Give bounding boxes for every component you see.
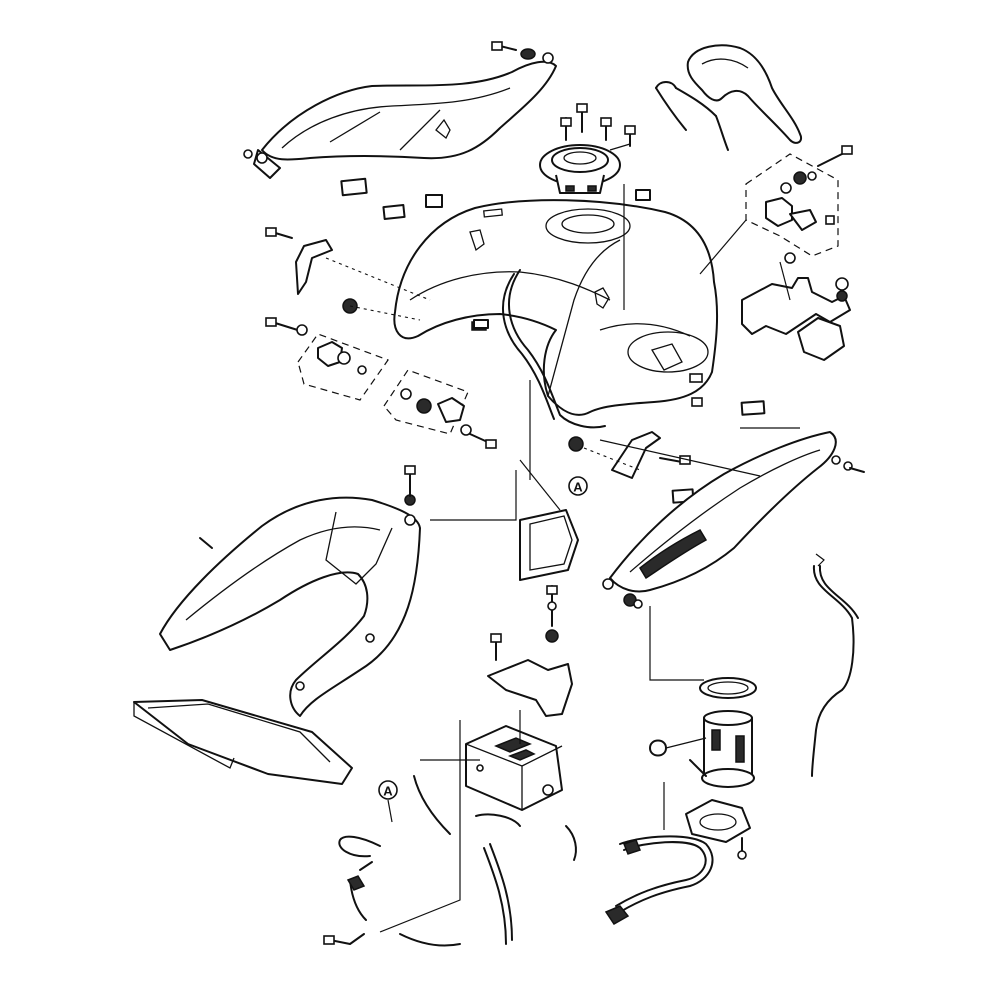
filler-cap-bolts [560, 103, 636, 151]
right-front-cover [655, 44, 802, 151]
right-rear-side-cover [602, 431, 865, 609]
tank-side-grommet [342, 298, 421, 321]
seat-pad [133, 699, 353, 785]
fuel-hose-assembly [604, 835, 714, 925]
tank-drain-tube [501, 269, 606, 429]
left-damper-set-lower [383, 369, 497, 449]
right-side-bracket [568, 373, 703, 479]
fuel-tank [393, 199, 719, 416]
left-tank-stay [265, 227, 431, 301]
breather-hoses [323, 775, 577, 947]
fuel-pump-plate [685, 799, 751, 860]
left-front-cover-bolts [243, 41, 554, 164]
left-front-side-cover [253, 60, 557, 179]
right-drain-tube [811, 553, 859, 777]
callout-a-upper-label: A [573, 480, 583, 495]
left-damper-set-upper [265, 317, 389, 401]
right-bracket-assembly [699, 145, 853, 275]
fuel-filler-cap [539, 144, 621, 194]
callout-a-lower-label: A [383, 784, 393, 799]
canister-bracket [487, 585, 573, 717]
rubber-pads [340, 177, 766, 504]
leader-lines [379, 184, 800, 933]
fuel-pump-gasket [699, 677, 757, 699]
fuel-pump [649, 710, 755, 788]
heat-insulator-sheet [519, 459, 579, 581]
right-mount-stay [741, 252, 851, 361]
callout-a-lower: A [378, 780, 398, 823]
callout-a-upper: A [568, 476, 588, 496]
left-rear-side-cover [159, 465, 421, 717]
charcoal-canister [465, 725, 563, 811]
